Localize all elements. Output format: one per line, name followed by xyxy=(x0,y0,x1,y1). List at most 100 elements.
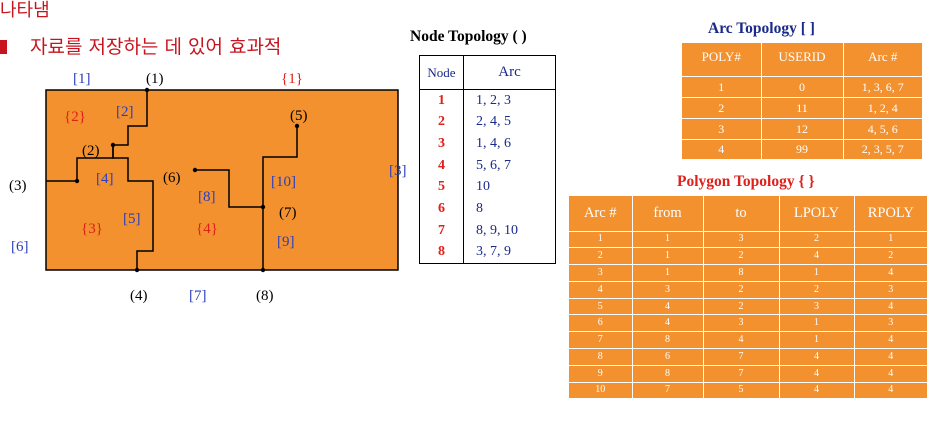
table-cell: 7 xyxy=(419,220,464,242)
bullet-marker xyxy=(0,40,7,54)
table-cell: 7 xyxy=(631,381,704,400)
polygon-label: {1} xyxy=(281,71,303,87)
table-cell: 1 xyxy=(631,230,704,249)
table-header-row: Node Arc xyxy=(419,55,556,90)
node-label: (6) xyxy=(163,170,181,186)
table-cell: 1 xyxy=(778,314,855,333)
table-cell: 8 xyxy=(631,364,704,383)
table-cell: 2 xyxy=(778,230,855,249)
table-cell: 4 xyxy=(702,331,780,350)
node-label: (7) xyxy=(279,205,297,221)
table-cell: 8 xyxy=(419,241,464,264)
node-5-point xyxy=(294,123,300,129)
table-cell: 7 xyxy=(702,364,780,383)
column-header: RPOLY xyxy=(853,194,929,232)
table-cell: 4, 5, 6 xyxy=(842,117,924,140)
table-cell: 1 xyxy=(419,89,464,112)
table-row: 3 1, 4, 6 xyxy=(419,133,556,155)
node-label: (8) xyxy=(256,288,274,304)
table-cell: 2 xyxy=(702,297,780,316)
table-cell: 3 xyxy=(631,280,704,299)
table-cell: 3 xyxy=(419,133,464,155)
arc-label: [9] xyxy=(277,234,295,250)
arc-label: [7] xyxy=(189,288,207,304)
table-cell: 1 xyxy=(778,264,855,282)
table-cell: 3, 7, 9 xyxy=(476,244,511,260)
arc-label: [1] xyxy=(73,71,91,87)
table-cell: 3 xyxy=(680,117,762,140)
node-3-point xyxy=(74,178,80,184)
table-cell: 4 xyxy=(853,364,929,383)
polygon-label: {2} xyxy=(64,109,86,125)
table-cell: 4 xyxy=(680,138,762,161)
table-cell: 99 xyxy=(760,138,844,161)
table-cell: 4 xyxy=(853,264,929,282)
column-header: Arc xyxy=(463,55,556,90)
table-header-row: POLY# USERID Arc # xyxy=(680,41,924,77)
table-cell: 4 xyxy=(631,297,704,316)
table-cell: 5 xyxy=(419,176,464,199)
column-header: Node xyxy=(419,55,464,90)
table-cell: 2, 3, 5, 7 xyxy=(842,138,924,161)
column-header: to xyxy=(702,194,780,232)
table-cell: 2 xyxy=(853,247,929,266)
table-cell: 8 xyxy=(631,331,704,350)
node-label: (1) xyxy=(146,71,164,87)
table-cell: 6 xyxy=(419,198,464,220)
table-cell: 0 xyxy=(760,75,844,98)
polygon-label: {3} xyxy=(81,221,103,237)
arc-label: [3] xyxy=(389,163,407,179)
table-cell: 2 xyxy=(702,247,780,266)
table-cell: 4 xyxy=(853,348,929,366)
table-cell: 10 xyxy=(567,381,633,400)
table-cell: 1, 4, 6 xyxy=(476,135,511,151)
table-row: 8 3, 7, 9 xyxy=(419,241,556,264)
table-cell: 1, 2, 4 xyxy=(842,96,924,119)
table-cell: 4 xyxy=(419,154,464,177)
table-cell: 4 xyxy=(853,381,929,400)
map-boundary xyxy=(45,89,399,271)
table-cell: 2 xyxy=(702,280,780,299)
arc-label: [2] xyxy=(116,104,134,120)
arc-line-7-5 xyxy=(262,126,298,207)
table-cell: 2 xyxy=(778,280,855,299)
arc-label: [5] xyxy=(123,211,141,227)
arc-topology-title: Arc Topology [ ] xyxy=(708,20,815,37)
table-cell: 4 xyxy=(778,247,855,266)
table-row: 1 1, 2, 3 xyxy=(419,89,556,112)
table-cell: 6 xyxy=(567,314,633,333)
table-cell: 2 xyxy=(419,111,464,133)
node-2-point xyxy=(110,142,116,148)
table-cell: 1 xyxy=(631,264,704,282)
node-4-point xyxy=(134,267,140,273)
table-cell: 2 xyxy=(567,247,633,266)
node-topology-title: Node Topology ( ) xyxy=(410,28,527,45)
table-cell: 1 xyxy=(778,331,855,350)
column-header: from xyxy=(631,194,704,232)
table-cell: 3 xyxy=(853,280,929,299)
table-cell: 8, 9, 10 xyxy=(476,222,518,238)
table-cell: 5 xyxy=(702,381,780,400)
table-cell: 11 xyxy=(760,96,844,119)
node-6-point xyxy=(192,167,198,173)
node-label: (4) xyxy=(130,288,148,304)
arc-label: [6] xyxy=(11,239,29,255)
table-cell: 1 xyxy=(567,230,633,249)
table-cell: 4 xyxy=(853,297,929,316)
topology-map xyxy=(45,87,399,273)
node-1-point xyxy=(144,87,150,93)
table-cell: 1, 2, 3 xyxy=(476,92,511,108)
